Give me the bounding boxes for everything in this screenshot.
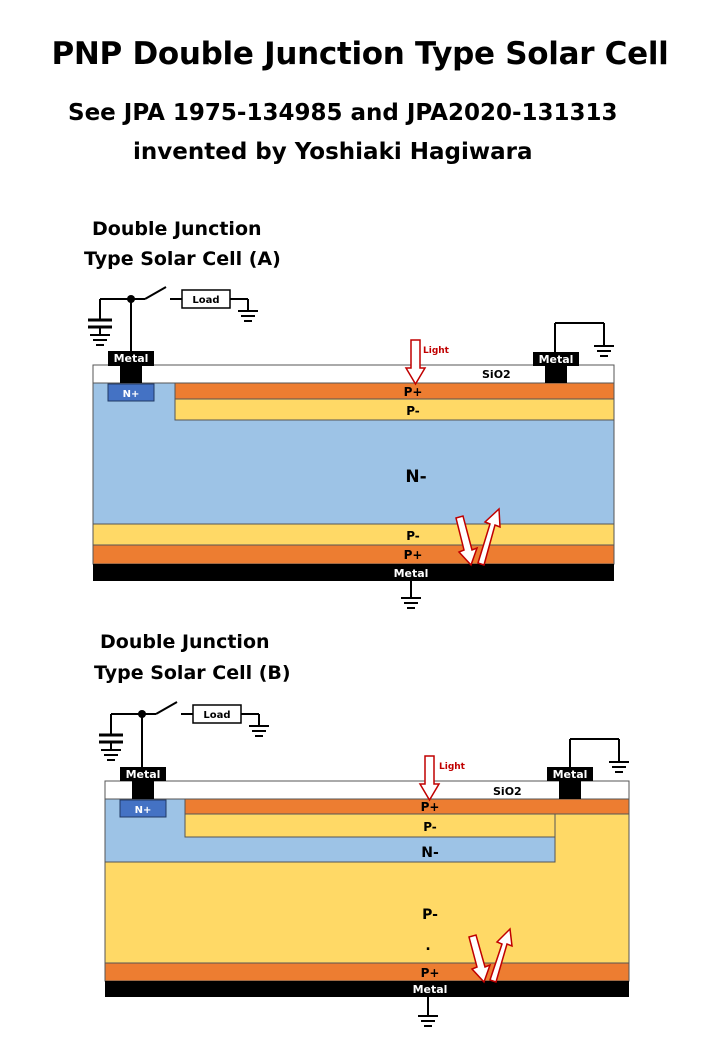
diagram-a-n-plus — [107, 383, 155, 402]
diagram-a-metal-left-contact — [120, 366, 142, 383]
subtitle-line-1: See JPA 1975-134985 and JPA2020-131313 — [68, 100, 618, 126]
diagram-a-sio2-label: SiO2 — [482, 368, 511, 381]
diagram-b-circuit — [99, 701, 629, 1027]
diagram-a-metal-bottom-label: Metal — [394, 567, 429, 580]
diagram-a-title-line1: Double Junction — [92, 218, 262, 240]
diagram-b-p-minus-top — [184, 813, 556, 838]
diagram-b-p-plus-top — [184, 798, 630, 815]
diagram-b-p-plus-bottom — [104, 962, 630, 982]
diagram-a-load-box — [181, 289, 231, 309]
diagram-a-p-plus-top-label: P+ — [404, 385, 423, 399]
diagram-a-sio2-layer — [92, 364, 615, 384]
diagram-a-p-minus-bottom-label: P- — [406, 529, 420, 543]
diagram-b-n-minus-label: N- — [421, 845, 439, 861]
diagram-a-incident-arrow-icon — [455, 515, 479, 567]
diagram-a-metal-right-contact — [545, 366, 567, 383]
diagram-b-n-plus-label: N+ — [135, 805, 152, 816]
diagram-a-p-minus-top-label: P- — [406, 404, 420, 418]
diagram-b-junction-node — [138, 710, 146, 718]
diagram-a-p-plus-bottom-label: P+ — [404, 548, 423, 562]
diagram-b-metal-left-label: Metal — [126, 768, 161, 781]
diagram-b-light-arrow-icon — [418, 755, 441, 802]
diagram-a-n-plus-label: N+ — [123, 389, 140, 400]
diagram-b-p-minus-main-label: P- — [422, 907, 438, 923]
diagram-a-p-plus-top — [174, 382, 615, 400]
page-title: PNP Double Junction Type Solar Cell — [51, 36, 669, 72]
diagram-a-p-minus-top — [174, 398, 615, 421]
diagram-a-reflected-arrow-icon — [477, 507, 501, 566]
diagram-b-sio2-layer — [104, 780, 630, 800]
diagram-a-title-line2: Type Solar Cell (A) — [84, 248, 281, 270]
diagram-b-incident-arrow-icon — [468, 934, 492, 984]
diagram-a-n-minus-label: N- — [405, 467, 426, 487]
diagram-a-p-minus-bottom — [92, 523, 615, 546]
diagram-b-p-minus-top-label: P- — [423, 820, 437, 834]
diagram-b-metal-bottom — [105, 981, 629, 997]
diagram-b: Load Metal Metal Metal N+ SiO2 P+ P- N- … — [99, 701, 630, 1027]
diagram-a-metal-bottom — [93, 564, 614, 581]
diagram-a-metal-right — [533, 352, 579, 366]
diagram-b-metal-bottom-label: Metal — [413, 983, 448, 996]
diagram-b-title-line1: Double Junction — [100, 631, 270, 653]
diagram-a-junction-node — [127, 295, 135, 303]
diagram-b-metal-left — [120, 767, 166, 781]
diagram-a-metal-right-label: Metal — [539, 353, 574, 366]
subtitle-line-2: invented by Yoshiaki Hagiwara — [133, 139, 533, 165]
diagram-a-light-arrow-icon — [404, 339, 427, 386]
diagram-a-load-label: Load — [192, 295, 219, 306]
diagram-a-light-label: Light — [423, 346, 450, 356]
diagram-b-p-plus-top-label: P+ — [421, 800, 440, 814]
diagram-a-p-plus-bottom — [92, 544, 615, 565]
diagram-b-p-plus-bottom-label: P+ — [421, 966, 440, 980]
diagram-b-dot-label: . — [425, 938, 430, 954]
diagram-b-metal-right-label: Metal — [553, 768, 588, 781]
diagram-a-circuit — [88, 286, 614, 609]
diagram-b-load-label: Load — [203, 710, 230, 721]
diagram-a-metal-left — [108, 351, 154, 366]
diagram-b-sio2-label: SiO2 — [493, 785, 522, 798]
diagram-b-load-box — [192, 704, 242, 724]
diagram-b-metal-left-contact — [132, 781, 154, 799]
diagram-b-light-label: Light — [439, 762, 466, 772]
diagram-b-reflected-arrow-icon — [489, 927, 513, 983]
diagram-b-n-plus — [119, 799, 167, 818]
diagram-b-metal-right-contact — [559, 781, 581, 799]
diagram-b-metal-right — [547, 767, 593, 781]
diagram-a: Load Metal Metal Metal N+ SiO2 P+ P- N- … — [88, 286, 615, 609]
diagram-a-metal-left-label: Metal — [114, 352, 149, 365]
diagram-b-title-line2: Type Solar Cell (B) — [94, 662, 291, 684]
